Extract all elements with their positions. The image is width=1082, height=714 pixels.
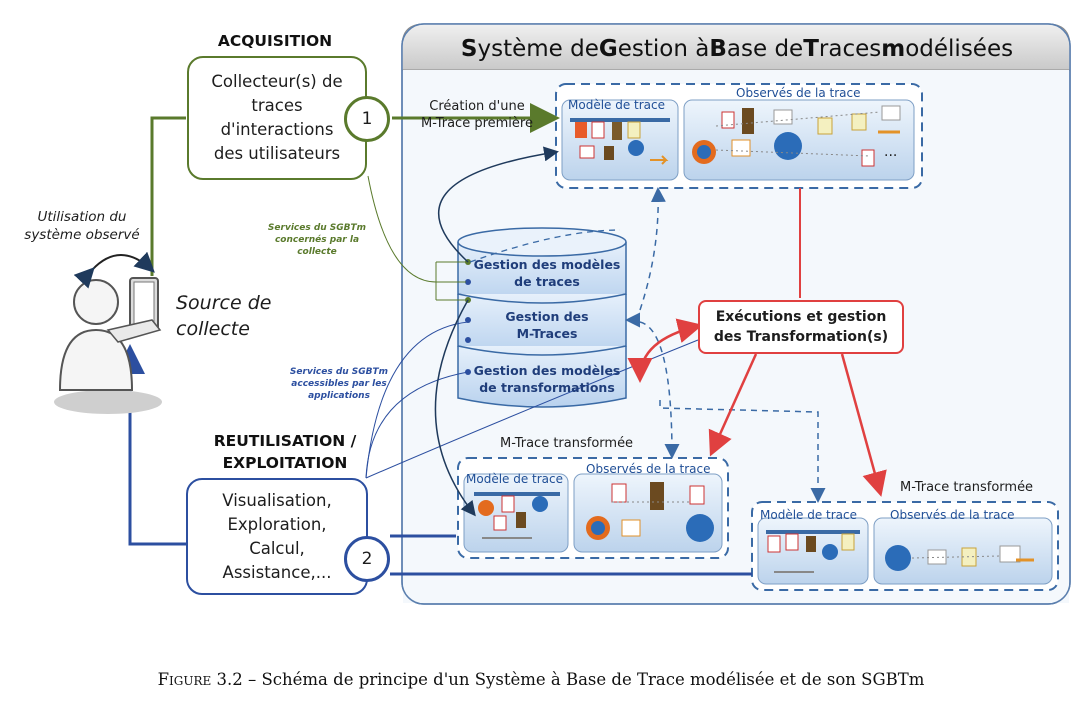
reuse-line: Exploration, [227, 514, 327, 534]
db-layer-trace-models: Gestion des modèles de traces [462, 256, 632, 290]
reuse-connectors [115, 321, 752, 576]
panel-title-model-top: Modèle de trace [568, 98, 666, 112]
system-title-part: m [881, 36, 906, 62]
usage-label: Utilisation du système observé [12, 208, 152, 244]
note-line: concernés par la [274, 235, 360, 245]
collector-line: traces [251, 96, 303, 115]
panel-title-observed-top: Observés de la trace [736, 86, 861, 100]
acquisition-title: ACQUISITION [217, 32, 333, 50]
db-layer-transformation-models: Gestion des modèles de transformations [462, 362, 632, 396]
system-title-part: T [803, 36, 819, 62]
panel-icons [474, 105, 1034, 573]
system-title-part: ystème de [477, 36, 599, 62]
reuse-title: REUTILISATION / EXPLOITATION [190, 430, 380, 474]
reuse-box: Visualisation, Exploration, Calcul, Assi… [186, 478, 368, 595]
transform-arrows [627, 188, 887, 497]
acquisition-services-note: Services du SGBTm concernés par la colle… [262, 222, 372, 258]
reuse-line: Calcul, [249, 538, 305, 558]
db-line: M-Traces [516, 326, 578, 341]
db-line: Gestion des modèles [473, 257, 621, 272]
database-stack [457, 227, 627, 408]
panel-title-observed-middle: Observés de la trace [586, 462, 711, 476]
reuse-line: Assistance,... [222, 562, 332, 582]
system-title-part: races [818, 36, 882, 62]
note-line: applications [308, 391, 370, 401]
reuse-title-line: REUTILISATION / [213, 432, 357, 450]
collector-line: des utilisateurs [213, 144, 341, 163]
transform-line: des Transformation(s) [713, 329, 889, 345]
transformed-label-middle: M-Trace transformée [500, 436, 634, 451]
db-layer-mtraces: Gestion des M-Traces [462, 308, 632, 342]
panel-title-model-middle: Modèle de trace [466, 472, 564, 486]
db-curved-arrows [434, 146, 559, 517]
reuse-title-line: EXPLOITATION [222, 454, 348, 472]
note-line: Services du SGBTm [289, 367, 389, 377]
db-line: de transformations [479, 380, 615, 395]
note-line: collecte [297, 247, 337, 257]
step-1-badge: 1 [344, 96, 390, 142]
transform-line: Exécutions et gestion [715, 309, 887, 325]
note-line: Services du SGBTm [267, 223, 367, 233]
source-line: collecte [176, 318, 250, 340]
acquisition-connectors [150, 103, 560, 301]
reuse-line: Visualisation, [222, 490, 332, 510]
reuse-services-note: Services du SGBTm accessibles par les ap… [284, 366, 394, 402]
panel-ellipsis: ... [884, 144, 898, 160]
step-2-badge: 2 [344, 536, 390, 582]
db-line: Gestion des [505, 309, 589, 324]
creation-label-line: M-Trace première [421, 116, 533, 131]
user-figure [54, 251, 162, 414]
db-line: Gestion des modèles [473, 363, 621, 378]
db-line: de traces [514, 274, 580, 289]
caption-text: – Schéma de principe d'un Système à Base… [242, 670, 925, 689]
system-title-part: odélisées [905, 36, 1014, 62]
collector-line: Collecteur(s) de [211, 72, 343, 91]
source-line: Source de [176, 292, 272, 314]
usage-line: système observé [24, 227, 140, 243]
system-title-part: B [709, 36, 727, 62]
figure-caption: Figure 3.2 – Schéma de principe d'un Sys… [0, 670, 1082, 689]
transformations-box: Exécutions et gestion des Transformation… [698, 300, 904, 354]
note-line: accessibles par les [291, 379, 387, 389]
collector-box: Collecteur(s) de traces d'interactions d… [187, 56, 367, 180]
panel-title-observed-bottom: Observés de la trace [890, 508, 1015, 522]
system-title-part: S [460, 36, 478, 62]
collector-line: d'interactions [220, 120, 334, 139]
system-title-part: G [598, 36, 618, 62]
system-title-part: estion à [617, 36, 710, 62]
caption-prefix: Figure 3.2 [157, 670, 243, 689]
usage-line: Utilisation du [37, 209, 127, 225]
creation-label-line: Création d'une [429, 99, 525, 114]
transformed-label-bottom: M-Trace transformée [900, 480, 1034, 495]
system-title-part: ase de [726, 36, 804, 62]
panel-title-model-bottom: Modèle de trace [760, 508, 858, 522]
source-label: Source de collecte [176, 290, 271, 342]
creation-label: Création d'une M-Trace première [402, 98, 552, 132]
